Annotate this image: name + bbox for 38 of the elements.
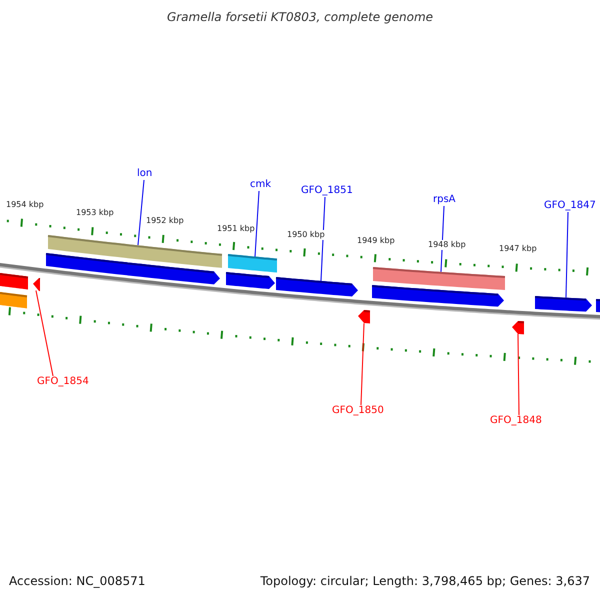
gene-bar <box>48 234 222 268</box>
gene-feature <box>33 278 40 291</box>
gene-label: cmk <box>250 179 272 191</box>
leader-line <box>254 190 260 258</box>
gene-label: lon <box>137 168 152 180</box>
gene-bar <box>0 273 28 290</box>
accession-text: Accession: NC_008571 <box>9 574 146 588</box>
gene-bar <box>373 266 505 290</box>
scale-label: 1951 kbp <box>217 224 255 234</box>
leader-line <box>518 333 520 416</box>
scale-label: 1949 kbp <box>357 236 395 246</box>
gene-feature <box>226 272 275 290</box>
scale-label: 1952 kbp <box>146 216 184 226</box>
gene-label: GFO_1854 <box>37 376 89 388</box>
scale-label: 1947 kbp <box>499 244 537 254</box>
gene-label: GFO_1847 <box>544 200 596 212</box>
leader-line <box>36 290 54 376</box>
title: Gramella forsetii KT0803, complete genome <box>166 10 434 24</box>
genome-stats-text: Topology: circular; Length: 3,798,465 bp; Genes: 3,637 <box>260 574 590 588</box>
gene-label: rpsA <box>433 194 456 206</box>
gene-bar <box>596 298 600 312</box>
gene-bar <box>0 292 27 308</box>
scale-label: 1954 kbp <box>6 200 44 210</box>
leader-line <box>320 196 326 282</box>
scale-label: 1948 kbp <box>428 240 466 250</box>
gene-label: GFO_1851 <box>301 185 353 197</box>
leader-line <box>138 180 144 246</box>
gene-feature <box>512 320 524 334</box>
gene-label: GFO_1850 <box>332 405 384 417</box>
gene-label: GFO_1848 <box>490 415 542 427</box>
gene-feature <box>276 276 358 296</box>
gene-bar <box>228 254 277 273</box>
leader-line <box>360 322 364 406</box>
leader-line <box>566 212 568 298</box>
gene-feature <box>535 296 592 312</box>
gene-feature <box>358 310 370 324</box>
scale-label: 1953 kbp <box>76 208 114 218</box>
scale-label: 1950 kbp <box>287 230 325 240</box>
